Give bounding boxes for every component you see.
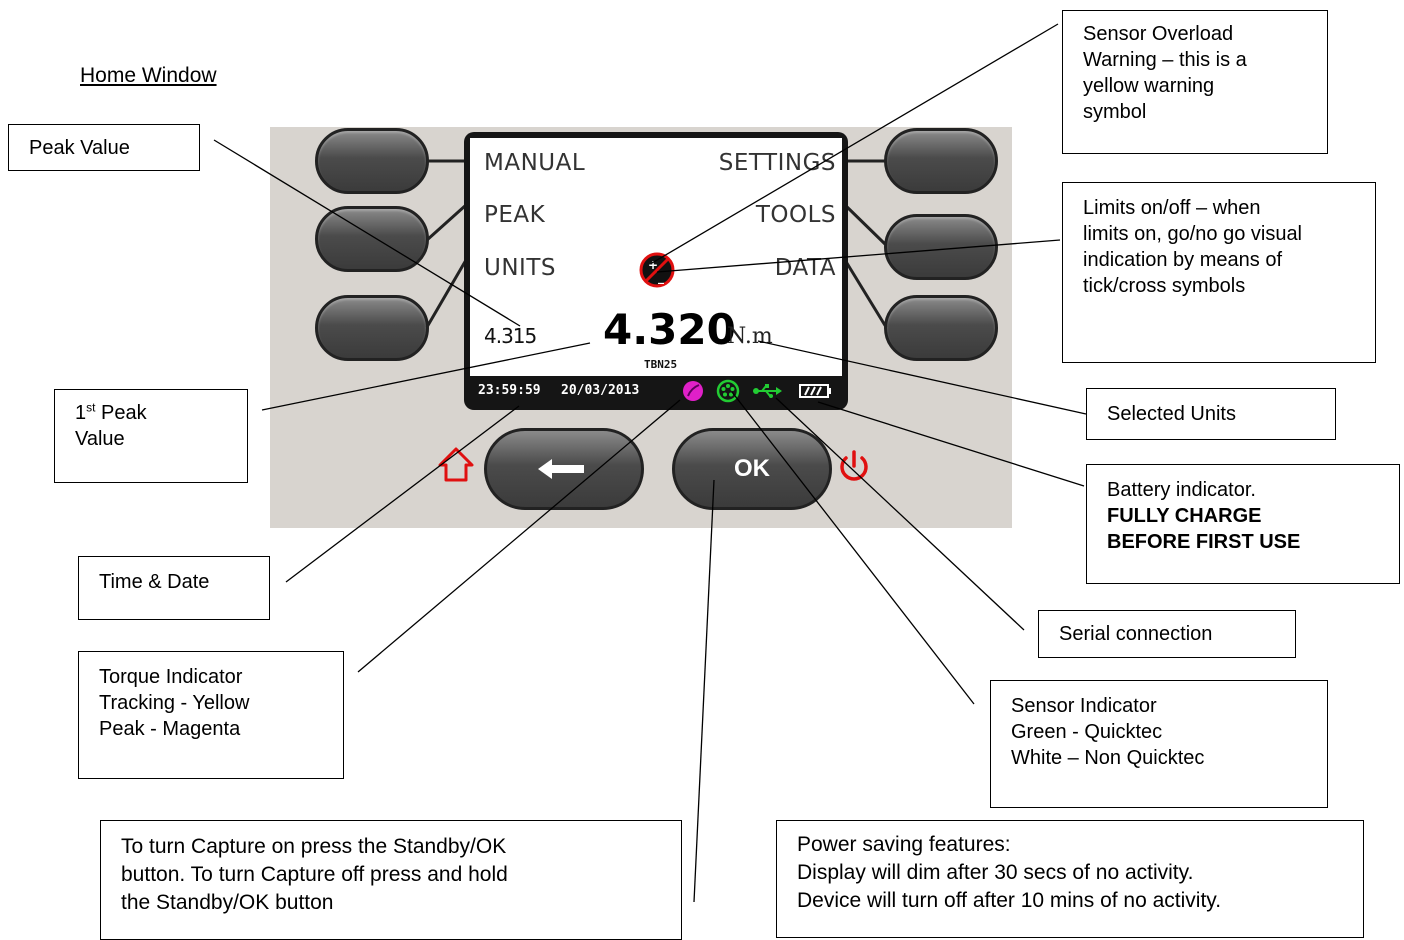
status-time: 23:59:59 <box>478 383 541 398</box>
status-bar: 23:59:59 20/03/2013 <box>470 377 842 404</box>
callout-time-date: Time & Date <box>78 556 270 620</box>
callout-peak-value: Peak Value <box>8 124 200 171</box>
callout-power-saving: Power saving features: Display will dim … <box>776 820 1364 938</box>
status-date: 20/03/2013 <box>561 383 640 398</box>
soft-key-manual[interactable] <box>315 128 429 194</box>
menu-data[interactable]: DATA <box>774 255 836 281</box>
page-title: Home Window <box>80 64 217 87</box>
soft-key-data[interactable] <box>884 295 998 361</box>
callout-sensor-indicator: Sensor Indicator Green - Quicktec White … <box>990 680 1328 808</box>
svg-text:_: _ <box>658 270 664 285</box>
callout-battery: Battery indicator. FULLY CHARGE BEFORE F… <box>1086 464 1400 584</box>
first-peak-value: 4.315 <box>484 324 537 348</box>
callout-selected-units: Selected Units <box>1086 388 1336 440</box>
sensor-indicator-icon <box>716 379 740 403</box>
power-icon[interactable] <box>836 448 872 484</box>
menu-manual[interactable]: MANUAL <box>484 150 586 176</box>
back-arrow-icon <box>538 459 584 479</box>
torque-indicator-icon <box>683 381 703 401</box>
battery-icon <box>799 384 831 398</box>
callout-serial: Serial connection <box>1038 610 1296 658</box>
ok-button[interactable]: OK <box>672 428 832 510</box>
menu-settings[interactable]: SETTINGS <box>718 150 836 176</box>
menu-peak[interactable]: PEAK <box>484 202 546 228</box>
callout-capture: To turn Capture on press the Standby/OK … <box>100 820 682 940</box>
callout-first-peak: 1st Peak Value <box>54 389 248 483</box>
usb-icon <box>753 384 782 398</box>
callout-limits: Limits on/off – when limits on, go/no go… <box>1062 182 1376 363</box>
callout-torque-indicator: Torque Indicator Tracking - Yellow Peak … <box>78 651 344 779</box>
sensor-model: TBN25 <box>644 358 678 371</box>
unit-label: N.m <box>727 324 773 349</box>
svg-text:+: + <box>648 258 658 272</box>
menu-tools[interactable]: TOOLS <box>755 202 836 228</box>
main-value: 4.320 <box>603 305 736 354</box>
lcd-screen: MANUAL SETTINGS PEAK TOOLS UNITS DATA + … <box>464 132 848 410</box>
menu-units[interactable]: UNITS <box>484 255 556 281</box>
soft-key-units[interactable] <box>315 295 429 361</box>
callout-sensor-overload: Sensor Overload Warning – this is a yell… <box>1062 10 1328 154</box>
ok-label: OK <box>734 455 770 482</box>
back-button[interactable] <box>484 428 644 510</box>
screen-content: MANUAL SETTINGS PEAK TOOLS UNITS DATA + … <box>470 138 842 376</box>
limits-icon: + _ <box>639 252 675 288</box>
